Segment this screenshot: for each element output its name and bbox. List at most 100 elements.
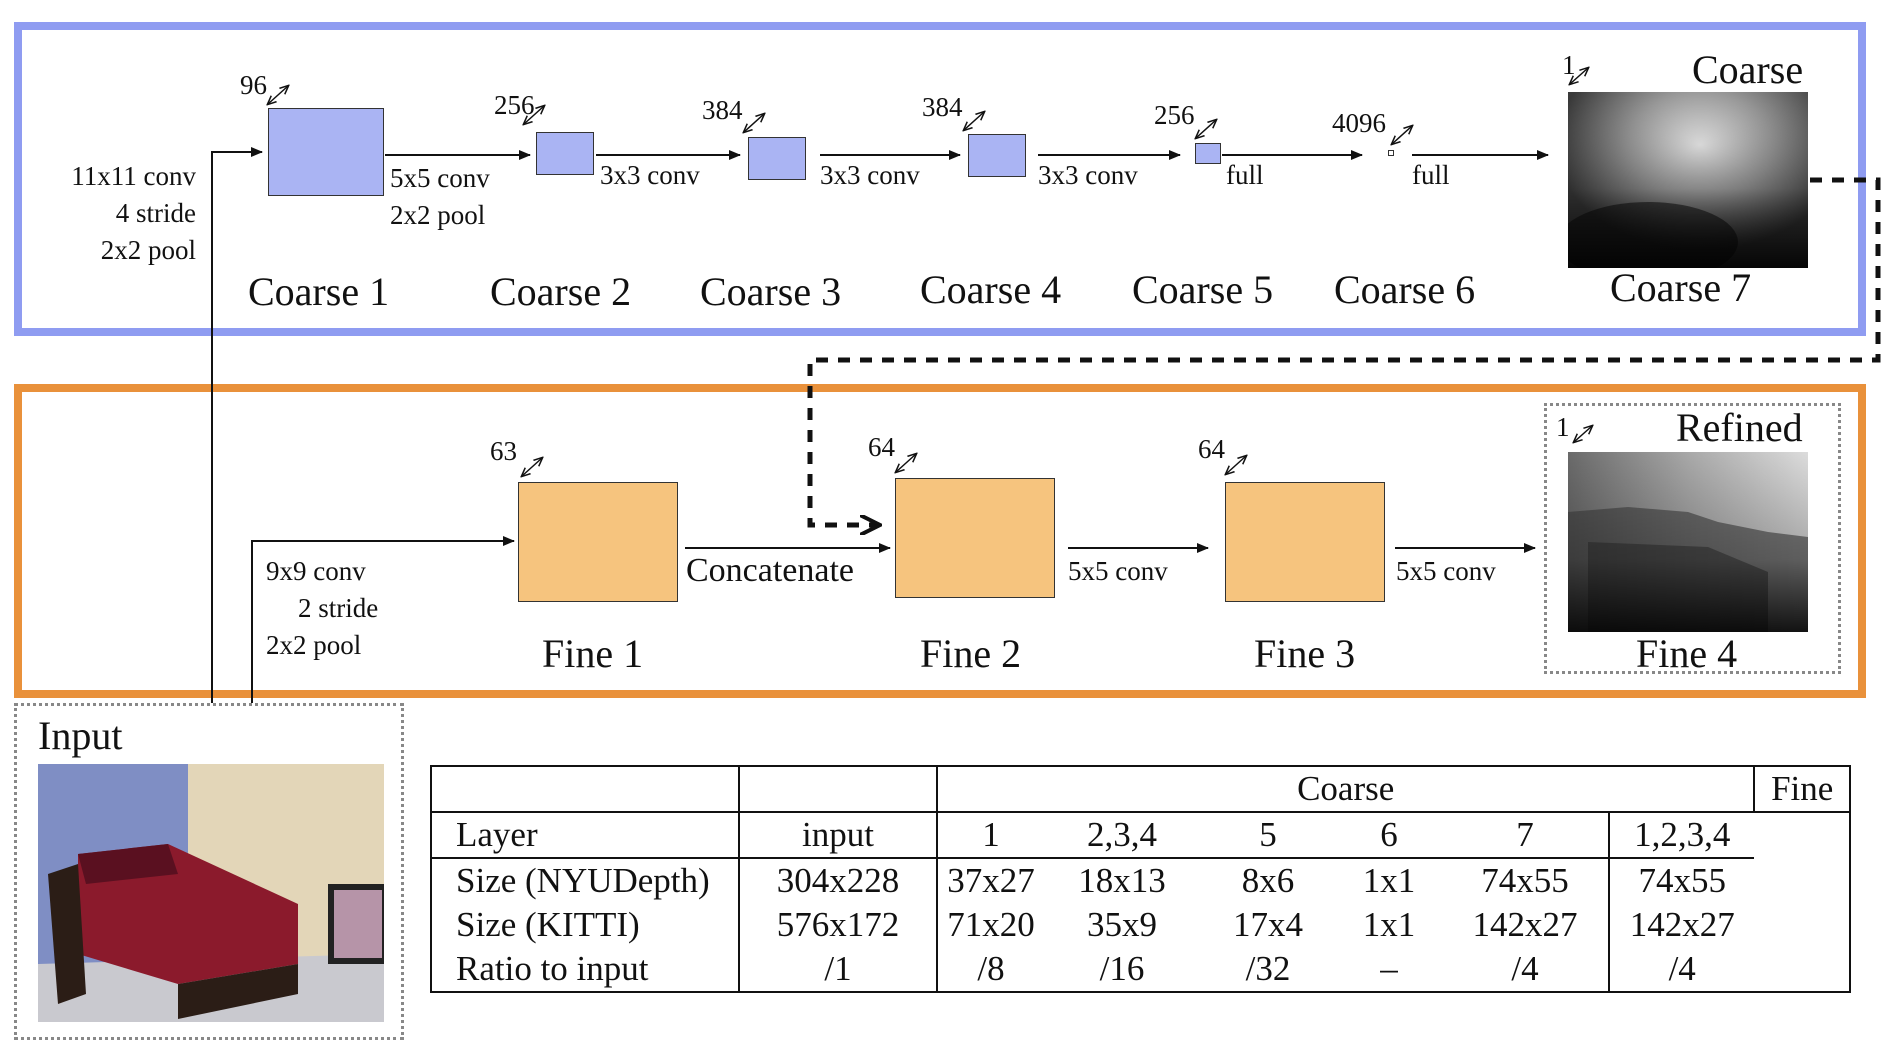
table-cell: 37x27 <box>936 858 1044 903</box>
refined-depth-map-image <box>1568 452 1808 632</box>
table-row: Size (NYUDepth) 304x228 37x27 18x13 8x6 … <box>431 858 1850 903</box>
op-label: 3x3 conv <box>820 160 920 190</box>
op-label: 2x2 pool <box>266 630 362 660</box>
table-cell: Size (KITTI) <box>456 905 640 944</box>
channel-count: 256 <box>1154 100 1195 130</box>
table-row: Ratio to input /1 /8 /16 /32 – /4 /4 <box>431 947 1850 992</box>
table-cell: /8 <box>936 947 1044 992</box>
layer-name: Coarse 3 <box>700 269 842 314</box>
op-label: full <box>1412 160 1450 190</box>
channel-count: 4096 <box>1332 108 1386 138</box>
table-cell: 1x1 <box>1362 905 1416 944</box>
table-cell: 74x55 <box>1481 861 1569 900</box>
coarse-1-block <box>268 108 384 196</box>
channel-count: 64 <box>1198 434 1225 464</box>
table-cell: 18x13 <box>1078 861 1166 900</box>
table-group-header-row: Coarse Fine <box>431 766 1850 813</box>
op-label: 5x5 conv <box>1068 556 1168 586</box>
table-cell: – <box>1380 949 1398 988</box>
coarse-3-block <box>748 137 806 180</box>
table-header-fine: Fine <box>1753 766 1850 813</box>
layer-name: Coarse 4 <box>920 267 1062 312</box>
layer-size-table: Coarse Fine Layer input 1 2,3,4 5 6 7 1,… <box>430 765 1851 993</box>
table-cell: 8x6 <box>1241 861 1295 900</box>
op-label: full <box>1226 160 1264 190</box>
table-cell: 304x228 <box>738 858 937 903</box>
layer-name: Coarse 2 <box>490 269 632 314</box>
table-cell: 1x1 <box>1362 861 1416 900</box>
fine-input-line <box>251 536 515 703</box>
op-label: 2x2 pool <box>390 200 486 230</box>
fine-1-block <box>518 482 678 602</box>
table-cell: Layer <box>431 812 739 859</box>
layer-name: Coarse 1 <box>248 269 390 314</box>
channel-count: 64 <box>868 432 895 462</box>
table-cell: 35x9 <box>1087 905 1157 944</box>
op-label: Concatenate <box>686 552 855 589</box>
op-label: 5x5 conv <box>390 163 490 193</box>
table-cell: /4 <box>1511 949 1539 988</box>
fine-output-title: Refined <box>1676 405 1803 450</box>
channel-count: 96 <box>240 70 267 100</box>
table-row: Size (KITTI) 576x172 71x20 35x9 17x4 1x1… <box>431 903 1850 947</box>
channel-count: 384 <box>922 92 963 122</box>
table-cell: 7 <box>1442 812 1609 859</box>
layer-name: Coarse 5 <box>1132 267 1274 312</box>
refined-output-frame <box>1544 403 1841 674</box>
coarse-5-block <box>1195 143 1221 164</box>
layer-name: Fine 3 <box>1254 631 1356 676</box>
table-cell: Ratio to input <box>456 949 649 988</box>
table-cell: input <box>738 812 937 859</box>
table-cell: /1 <box>738 947 937 992</box>
table-cell: 142x27 <box>1607 903 1755 947</box>
table-cell: /4 <box>1607 947 1755 992</box>
coarse-output-title: Coarse <box>1692 47 1804 92</box>
table-header-coarse: Coarse <box>935 766 1755 813</box>
table-cell: Size (NYUDepth) <box>456 861 710 900</box>
layer-name: Coarse 6 <box>1334 267 1476 312</box>
coarse-4-block <box>968 134 1026 177</box>
table-cell: 71x20 <box>936 903 1044 947</box>
fine-3-block <box>1225 482 1385 602</box>
layer-name: Fine 1 <box>542 631 644 676</box>
coarse-6-block <box>1388 150 1394 156</box>
channel-count: 1 <box>1562 50 1576 80</box>
coarse-1-op: 5x5 conv 2x2 pool <box>390 160 490 234</box>
fine-network-frame <box>14 384 1866 698</box>
op-label: 3x3 conv <box>600 160 700 190</box>
table-cell: 17x4 <box>1233 905 1303 944</box>
channel-count: 63 <box>490 436 517 466</box>
op-label: 9x9 conv <box>266 556 366 586</box>
channel-count: 384 <box>702 95 743 125</box>
table-cell: /16 <box>1099 949 1145 988</box>
fine-2-block <box>895 478 1055 598</box>
op-label: 2x2 pool <box>100 235 196 265</box>
table-cell: 1,2,3,4 <box>1607 812 1755 859</box>
table-cell: 576x172 <box>738 903 937 947</box>
table-row-layer: Layer input 1 2,3,4 5 6 7 1,2,3,4 <box>431 812 1850 859</box>
coarse-to-fine-dashed-line <box>807 177 1881 525</box>
table-cell: 1 <box>936 812 1044 859</box>
layer-name: Fine 4 <box>1636 631 1738 676</box>
input-label: Input <box>38 713 123 758</box>
layer-name: Coarse 7 <box>1610 265 1752 310</box>
op-label: 4 stride <box>115 198 196 228</box>
coarse-input-op: 11x11 conv 4 stride 2x2 pool <box>46 158 196 269</box>
op-label: 11x11 conv <box>71 161 196 191</box>
channel-count: 1 <box>1556 412 1570 442</box>
layer-name: Fine 2 <box>920 631 1022 676</box>
coarse-input-line <box>211 147 263 703</box>
table-cell: 2,3,4 <box>1044 812 1200 859</box>
coarse-2-block <box>536 132 594 175</box>
input-bedroom-photo <box>38 764 384 1022</box>
op-label: 3x3 conv <box>1038 160 1138 190</box>
op-label: 5x5 conv <box>1396 556 1496 586</box>
table-cell: 5 <box>1200 812 1336 859</box>
table-cell: 142x27 <box>1472 905 1578 944</box>
table-cell: 74x55 <box>1607 858 1755 903</box>
coarse-depth-map-image <box>1568 92 1808 268</box>
table-cell: /32 <box>1245 949 1291 988</box>
op-label: 2 stride <box>298 593 379 623</box>
table-cell: 6 <box>1336 812 1442 859</box>
